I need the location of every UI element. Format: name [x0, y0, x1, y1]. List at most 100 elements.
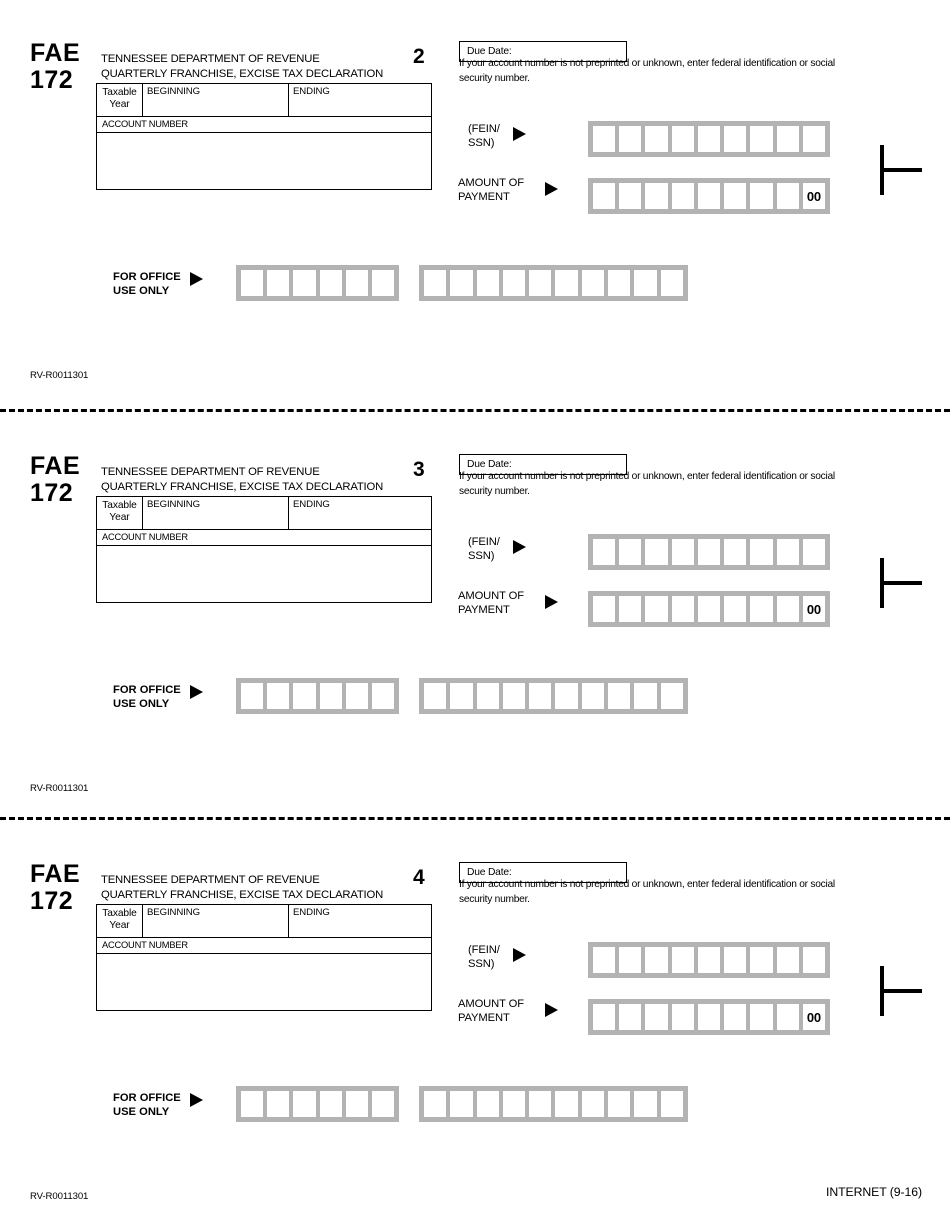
fein-ssn-box[interactable]: [697, 947, 721, 973]
office-box[interactable]: [424, 1091, 447, 1117]
fein-ssn-input-grid[interactable]: [588, 534, 830, 570]
fein-ssn-box[interactable]: [776, 126, 799, 152]
office-box[interactable]: [608, 1091, 631, 1117]
fein-ssn-box[interactable]: [776, 947, 799, 973]
name-address-field[interactable]: [97, 133, 431, 189]
account-number-field[interactable]: ACCOUNT NUMBER: [97, 530, 431, 546]
fein-ssn-box[interactable]: [724, 126, 747, 152]
office-box[interactable]: [555, 270, 578, 296]
office-box[interactable]: [502, 683, 526, 709]
office-box[interactable]: [371, 270, 395, 296]
amount-box[interactable]: [645, 596, 668, 622]
fein-ssn-input-grid[interactable]: [588, 121, 830, 157]
office-box[interactable]: [267, 270, 290, 296]
office-box[interactable]: [424, 270, 447, 296]
office-box[interactable]: [345, 1091, 368, 1117]
amount-box[interactable]: [671, 183, 694, 209]
office-box[interactable]: [529, 270, 552, 296]
amount-box[interactable]: [724, 1004, 747, 1030]
fein-ssn-box[interactable]: [750, 947, 773, 973]
fein-ssn-box[interactable]: [619, 539, 642, 565]
amount-box[interactable]: [593, 1004, 616, 1030]
office-use-grid-a[interactable]: [236, 265, 399, 301]
ending-field[interactable]: ENDING: [289, 497, 431, 529]
amount-box[interactable]: [593, 596, 616, 622]
office-box[interactable]: [424, 683, 447, 709]
office-box[interactable]: [293, 1091, 316, 1117]
office-box[interactable]: [634, 270, 657, 296]
amount-of-payment-input-grid[interactable]: 00: [588, 178, 830, 214]
amount-of-payment-input-grid[interactable]: 00: [588, 999, 830, 1035]
fein-ssn-box[interactable]: [802, 126, 825, 152]
ending-field[interactable]: ENDING: [289, 905, 431, 937]
office-box[interactable]: [529, 1091, 552, 1117]
fein-ssn-box[interactable]: [724, 539, 747, 565]
beginning-field[interactable]: BEGINNING: [143, 84, 289, 116]
office-use-grid-b[interactable]: [419, 1086, 688, 1122]
fein-ssn-box[interactable]: [619, 126, 642, 152]
office-box[interactable]: [660, 270, 683, 296]
office-box[interactable]: [319, 270, 342, 296]
amount-box[interactable]: [697, 596, 721, 622]
beginning-field[interactable]: BEGINNING: [143, 497, 289, 529]
fein-ssn-box[interactable]: [645, 947, 668, 973]
office-box[interactable]: [608, 683, 631, 709]
office-box[interactable]: [634, 683, 657, 709]
office-box[interactable]: [555, 1091, 578, 1117]
office-box[interactable]: [581, 683, 605, 709]
fein-ssn-box[interactable]: [697, 126, 721, 152]
office-box[interactable]: [634, 1091, 657, 1117]
fein-ssn-box[interactable]: [645, 539, 668, 565]
fein-ssn-box[interactable]: [776, 539, 799, 565]
office-box[interactable]: [293, 683, 316, 709]
fein-ssn-box[interactable]: [671, 947, 694, 973]
office-box[interactable]: [450, 1091, 473, 1117]
office-box[interactable]: [267, 683, 290, 709]
amount-box[interactable]: [776, 596, 799, 622]
office-box[interactable]: [319, 683, 342, 709]
office-use-grid-a[interactable]: [236, 1086, 399, 1122]
office-box[interactable]: [529, 683, 552, 709]
account-number-field[interactable]: ACCOUNT NUMBER: [97, 117, 431, 133]
amount-box[interactable]: [697, 183, 721, 209]
office-box[interactable]: [450, 270, 473, 296]
office-box[interactable]: [241, 1091, 264, 1117]
amount-box[interactable]: [593, 183, 616, 209]
name-address-field[interactable]: [97, 954, 431, 1010]
amount-box[interactable]: [645, 1004, 668, 1030]
due-date-field[interactable]: Due Date:: [459, 41, 627, 62]
amount-box[interactable]: [697, 1004, 721, 1030]
office-box[interactable]: [319, 1091, 342, 1117]
amount-box[interactable]: [645, 183, 668, 209]
amount-box[interactable]: [750, 596, 773, 622]
account-number-field[interactable]: ACCOUNT NUMBER: [97, 938, 431, 954]
amount-box[interactable]: [619, 596, 642, 622]
office-box[interactable]: [476, 270, 499, 296]
amount-box[interactable]: [776, 1004, 799, 1030]
office-use-grid-b[interactable]: [419, 265, 688, 301]
fein-ssn-input-grid[interactable]: [588, 942, 830, 978]
office-box[interactable]: [502, 270, 526, 296]
office-box[interactable]: [660, 1091, 683, 1117]
office-box[interactable]: [371, 1091, 395, 1117]
office-box[interactable]: [581, 1091, 605, 1117]
fein-ssn-box[interactable]: [697, 539, 721, 565]
due-date-field[interactable]: Due Date:: [459, 454, 627, 475]
due-date-field[interactable]: Due Date:: [459, 862, 627, 883]
fein-ssn-box[interactable]: [802, 539, 825, 565]
fein-ssn-box[interactable]: [802, 947, 825, 973]
amount-box[interactable]: [724, 596, 747, 622]
amount-box[interactable]: [750, 183, 773, 209]
office-box[interactable]: [660, 683, 683, 709]
fein-ssn-box[interactable]: [724, 947, 747, 973]
beginning-field[interactable]: BEGINNING: [143, 905, 289, 937]
office-box[interactable]: [241, 683, 264, 709]
fein-ssn-box[interactable]: [671, 539, 694, 565]
fein-ssn-box[interactable]: [593, 126, 616, 152]
amount-box[interactable]: [671, 596, 694, 622]
amount-box[interactable]: [750, 1004, 773, 1030]
office-box[interactable]: [241, 270, 264, 296]
amount-box[interactable]: [619, 1004, 642, 1030]
amount-box[interactable]: [776, 183, 799, 209]
office-box[interactable]: [476, 683, 499, 709]
